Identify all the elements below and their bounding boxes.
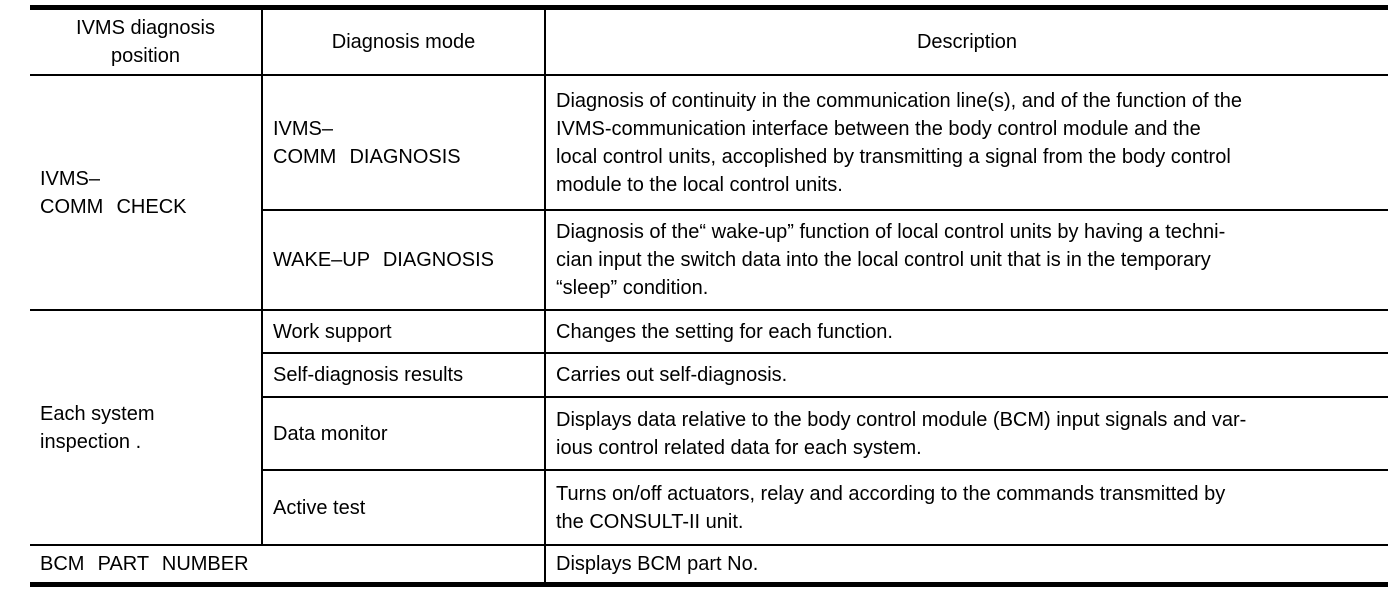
table-row-self-diagnosis-results: Self-diagnosis results Carries out self-… <box>30 352 1388 398</box>
table-row-wake-up-diagnosis: WAKE–UP DIAGNOSIS Diagnosis of the“ wake… <box>30 209 1388 311</box>
table-header-row: IVMS diagnosis position Diagnosis mode D… <box>30 6 1388 76</box>
cell-mode-data-monitor: Data monitor <box>261 396 546 471</box>
cell-mode-active-test: Active test <box>261 469 546 546</box>
header-cell-diagnosis-mode: Diagnosis mode <box>261 6 546 76</box>
header-cell-description: Description <box>544 6 1388 76</box>
cell-description-data-monitor: Displays data relative to the body contr… <box>544 396 1388 471</box>
cell-description-bcm-part-number: Displays BCM part No. <box>544 544 1388 586</box>
header-cell-ivms-diagnosis-position: IVMS diagnosis position <box>30 6 263 76</box>
cell-mode-work-support: Work support <box>261 309 546 354</box>
cell-position-each-system-inspection: Each system inspection . <box>30 309 263 546</box>
cell-mode-self-diagnosis-results: Self-diagnosis results <box>261 352 546 398</box>
cell-description-active-test: Turns on/off actuators, relay and accord… <box>544 469 1388 546</box>
cell-position-ivms-comm-check: IVMS– COMM CHECK <box>30 74 263 311</box>
table-row-active-test: Active test Turns on/off actuators, rela… <box>30 469 1388 546</box>
table-row-bcm-part-number: BCM PART NUMBER Displays BCM part No. <box>30 544 1388 586</box>
cell-description-work-support: Changes the setting for each function. <box>544 309 1388 354</box>
cell-mode-wake-up-diagnosis: WAKE–UP DIAGNOSIS <box>261 209 546 311</box>
cell-description-ivms-comm-diagnosis: Diagnosis of continuity in the communica… <box>544 74 1388 211</box>
cell-mode-ivms-comm-diagnosis: IVMS– COMM DIAGNOSIS <box>261 74 546 211</box>
cell-position-bcm-part-number: BCM PART NUMBER <box>30 544 546 586</box>
table-row-work-support: Each system inspection . Work support Ch… <box>30 309 1388 546</box>
cell-description-self-diagnosis-results: Carries out self-diagnosis. <box>544 352 1388 398</box>
ivms-diagnosis-table: IVMS diagnosis position Diagnosis mode D… <box>30 5 1388 587</box>
table-row-ivms-comm-diagnosis: IVMS– COMM CHECK IVMS– COMM DIAGNOSIS Di… <box>30 74 1388 311</box>
table-row-data-monitor: Data monitor Displays data relative to t… <box>30 396 1388 471</box>
cell-description-wake-up-diagnosis: Diagnosis of the“ wake-up” function of l… <box>544 209 1388 311</box>
